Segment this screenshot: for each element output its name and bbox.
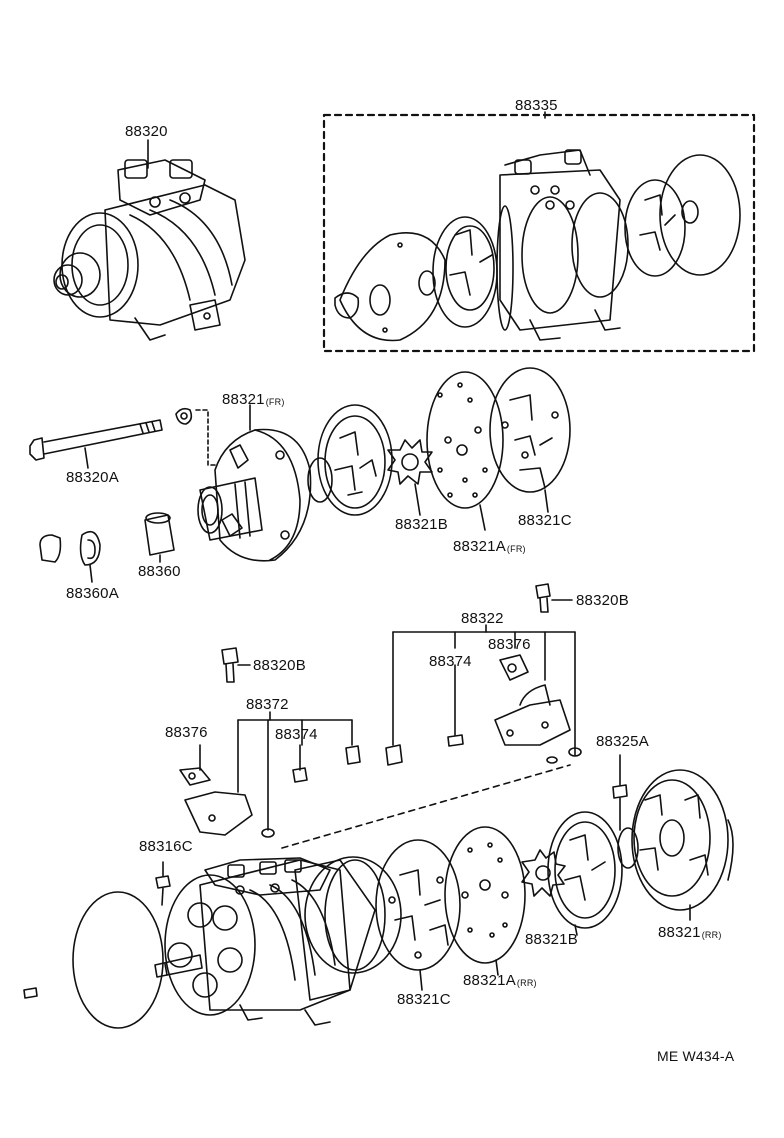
label-88321A-fr: 88321A(FR)	[453, 539, 526, 554]
nut-top	[175, 407, 216, 466]
alignment-line	[281, 764, 571, 849]
reed-valve-88321B-front	[387, 439, 433, 485]
leader-88321B-top	[414, 483, 421, 516]
label-88372: 88372	[246, 696, 289, 713]
label-88376-right: 88376	[488, 636, 531, 653]
label-88335: 88335	[515, 97, 558, 114]
label-88374-left: 88374	[275, 726, 318, 743]
label-88320B-left: 88320B	[253, 657, 306, 674]
label-88376-left: 88376	[165, 724, 208, 741]
gasket-plate-bottom	[547, 811, 623, 936]
kit-88335-box	[322, 111, 756, 353]
compressor-assembly-88320	[53, 139, 246, 341]
label-88360: 88360	[138, 563, 181, 580]
o-ring-large	[72, 891, 164, 1029]
compressor-block-rear	[154, 857, 386, 1026]
label-88320B-right: 88320B	[576, 592, 629, 609]
label-88320: 88320	[125, 123, 168, 140]
bushing-88360	[144, 512, 175, 563]
label-88321-rr-suffix: (RR)	[701, 930, 722, 940]
label-88321-fr-num: 88321	[222, 391, 265, 408]
front-housing-88321-FR	[197, 404, 312, 562]
label-88325A: 88325A	[596, 733, 649, 750]
label-88321B-bottom: 88321B	[525, 931, 578, 948]
label-88321A-fr-num: 88321A	[453, 538, 506, 555]
label-88374-right: 88374	[429, 653, 472, 670]
rear-housing-88321-RR	[631, 769, 734, 921]
valve-plate-88321A-FR	[426, 371, 504, 531]
snap-ring-88360A	[39, 530, 101, 583]
label-88321-fr: 88321(FR)	[222, 392, 285, 407]
label-88321-fr-suffix: (FR)	[265, 397, 285, 407]
label-88321A-rr: 88321A(RR)	[463, 973, 537, 988]
label-88322: 88322	[461, 610, 504, 627]
label-88321C-top: 88321C	[518, 512, 572, 529]
label-88321A-rr-suffix: (RR)	[516, 978, 537, 988]
through-bolt-88320A	[29, 419, 163, 469]
label-88321-rr: 88321(RR)	[658, 925, 722, 940]
suction-plate-88321C-top	[489, 367, 571, 513]
bracket-88372-tree	[179, 711, 361, 838]
label-88320A: 88320A	[66, 469, 119, 486]
small-pin	[23, 987, 38, 999]
reed-valve-88321B-bottom	[521, 849, 566, 897]
label-88321A-rr-num: 88321A	[463, 972, 516, 989]
label-88321-rr-num: 88321	[658, 924, 701, 941]
o-ring-rear	[617, 827, 639, 869]
o-ring-body	[304, 856, 402, 974]
suction-plate-88321C-bottom	[375, 839, 461, 991]
o-ring-front	[307, 457, 333, 503]
label-88360A: 88360A	[66, 585, 119, 602]
label-88321B-top: 88321B	[395, 516, 448, 533]
gasket-plate	[317, 404, 393, 516]
bracket-88322-tree	[385, 624, 582, 766]
label-88321A-fr-suffix: (FR)	[506, 544, 526, 554]
pin-88316C	[155, 861, 171, 906]
label-88316C: 88316C	[139, 838, 193, 855]
label-88321C-bottom: 88321C	[397, 991, 451, 1008]
bolt-88320B-left	[221, 647, 251, 683]
bolt-88320B-right	[535, 583, 573, 613]
diagram-code: ME W434-A	[657, 1048, 735, 1064]
pin-88325A	[612, 754, 628, 831]
valve-plate-88321A-RR	[444, 826, 526, 976]
